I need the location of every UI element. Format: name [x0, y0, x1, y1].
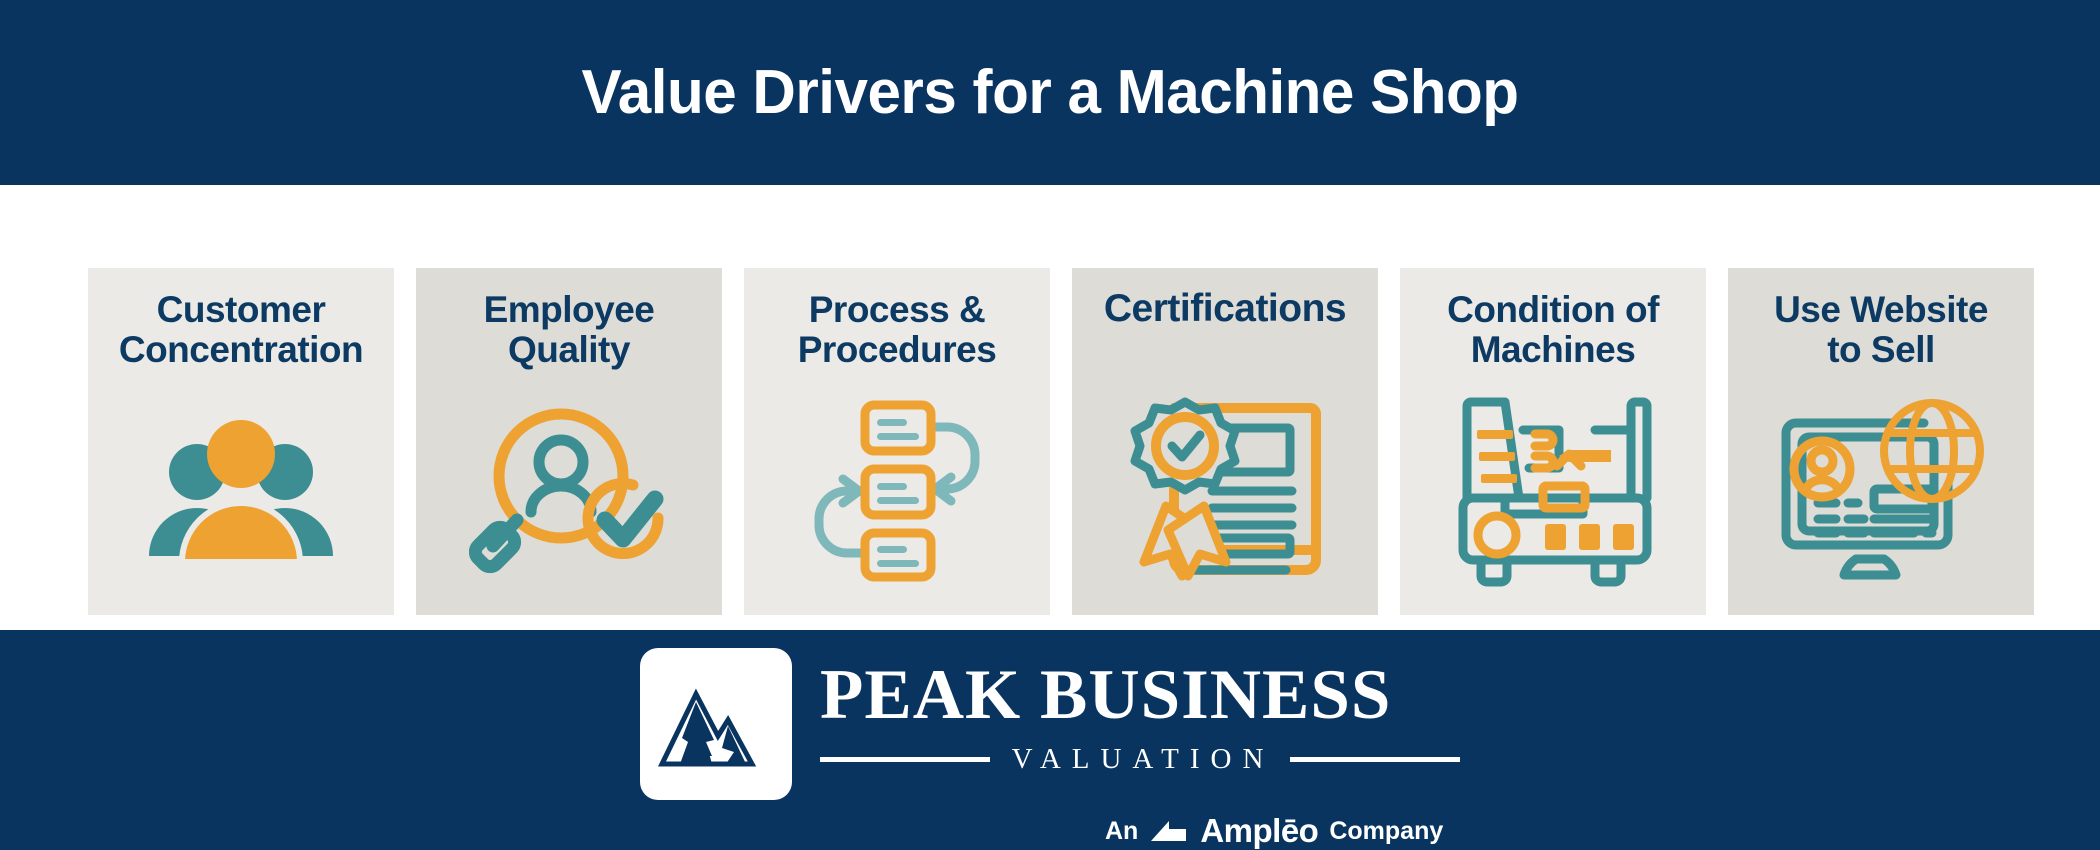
tagline-suffix: Company	[1329, 816, 1444, 845]
tagline-prefix: An	[1105, 816, 1139, 845]
cnc-machine-icon	[1400, 374, 1706, 606]
page-title: Value Drivers for a Machine Shop	[581, 58, 1519, 127]
value-driver-card-employee-quality[interactable]: Employee Quality	[416, 268, 722, 615]
peak-business-valuation-logo[interactable]: PEAK BUSINESS VALUATION	[640, 648, 1461, 800]
header-band: Value Drivers for a Machine Shop	[0, 0, 2100, 185]
card-title: Employee Quality	[483, 289, 655, 370]
ampleo-mountain-icon	[1149, 817, 1189, 845]
magnifier-person-check-icon	[416, 374, 722, 606]
value-driver-card-customer-concentration[interactable]: Customer Concentration	[88, 268, 394, 615]
value-drivers-card-strip: Customer Concentration Employee Quality	[0, 185, 2100, 630]
people-group-icon	[88, 374, 394, 606]
value-driver-card-condition-of-machines[interactable]: Condition of Machines	[1400, 268, 1706, 615]
card-title: Certifications	[1103, 287, 1347, 330]
card-title: Process & Procedures	[797, 289, 997, 370]
card-title: Customer Concentration	[118, 289, 364, 370]
value-driver-card-process-procedures[interactable]: Process & Procedures	[744, 268, 1050, 615]
footer-band: PEAK BUSINESS VALUATION An Amplēo Compan…	[0, 630, 2100, 850]
tagline-brand: Amplēo	[1200, 812, 1319, 849]
value-driver-card-use-website-to-sell[interactable]: Use Website to Sell	[1728, 268, 2034, 615]
ampleo-tagline: An Amplēo Company	[1105, 812, 1443, 850]
card-title: Use Website to Sell	[1774, 289, 1988, 370]
flowchart-process-icon	[744, 374, 1050, 606]
logo-wordmark: PEAK BUSINESS	[820, 656, 1392, 734]
logo-rule-right	[1290, 757, 1461, 762]
monitor-globe-icon	[1728, 374, 2034, 606]
value-driver-card-certifications[interactable]: Certifications	[1072, 268, 1378, 615]
logo-rule-left	[820, 757, 990, 762]
mountain-peak-icon	[640, 648, 792, 800]
logo-wordmark-block: PEAK BUSINESS VALUATION	[820, 648, 1461, 776]
logo-subword: VALUATION	[1011, 743, 1275, 775]
certificate-ribbon-icon	[1072, 374, 1378, 606]
card-title: Condition of Machines	[1447, 289, 1659, 370]
logo-subword-row: VALUATION	[820, 743, 1461, 776]
